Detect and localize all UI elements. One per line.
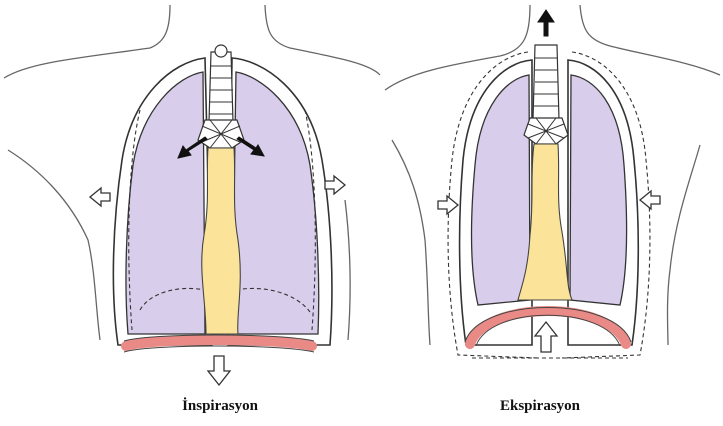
diaphragm-left — [126, 340, 312, 346]
chest-expand-arrow-right — [325, 176, 345, 194]
trachea-left — [209, 52, 233, 122]
body-outline-right-arm-2 — [668, 145, 701, 345]
diaphragm-down-arrow — [208, 356, 230, 385]
air-out-arrow — [538, 10, 554, 36]
chest-contract-arrow-right — [640, 191, 660, 209]
chest-expand-arrow-left — [90, 188, 110, 206]
body-outline-right-2 — [580, 5, 720, 75]
diaphragm-up-arrow — [535, 322, 557, 352]
expiration-panel — [385, 5, 720, 358]
expiration-caption: Ekspirasyon — [440, 398, 640, 415]
mediastinum-left — [202, 148, 241, 334]
chest-contract-arrow-left — [438, 196, 458, 214]
body-outline-right — [265, 5, 380, 75]
body-outline-left-arm-2 — [392, 140, 430, 345]
body-outline-left — [4, 5, 170, 78]
inspiration-caption: İnspirasyon — [120, 398, 320, 415]
inspiration-panel — [4, 5, 380, 385]
body-outline-right-arm — [345, 200, 350, 340]
body-outline-left-arm — [8, 150, 100, 340]
